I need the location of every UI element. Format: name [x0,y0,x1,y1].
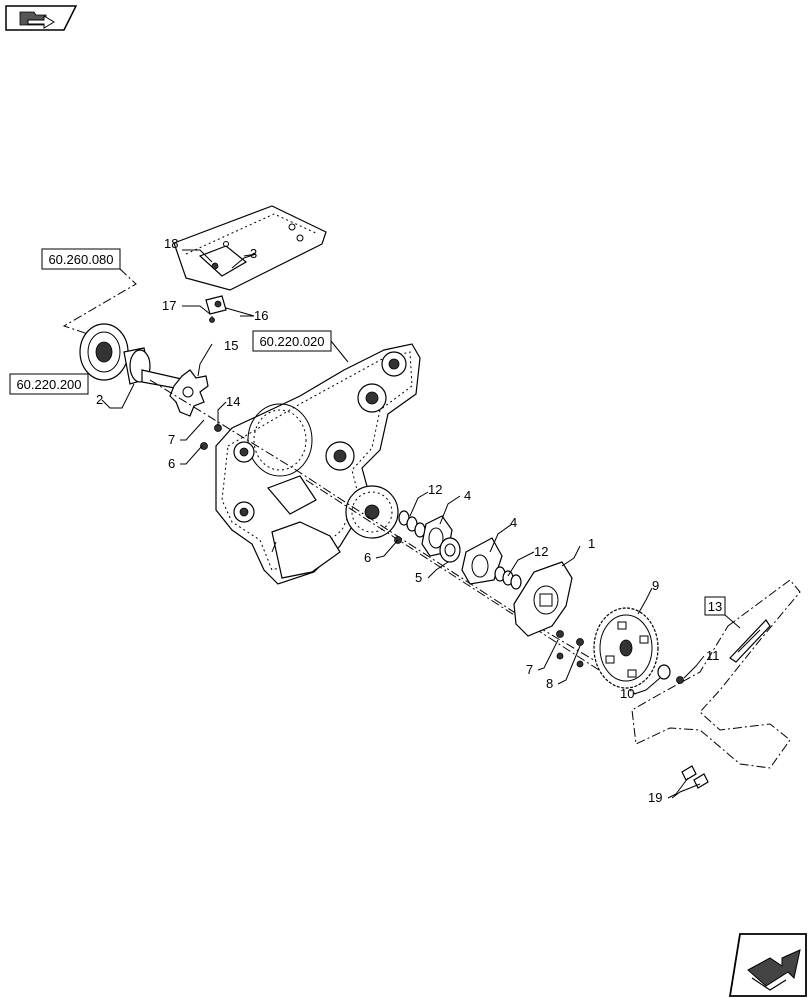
back-button[interactable] [5,5,78,31]
reference-box-60-260-080[interactable]: 60.260.080 [41,248,121,270]
reference-label: 60.220.020 [259,334,324,349]
large-sprocket [593,607,659,689]
callout-11: 11 [706,648,720,663]
bracket-clip [205,295,227,323]
reference-label: 60.220.200 [16,377,81,392]
callout-17: 17 [162,298,176,313]
folder-back-arrow-icon [19,11,55,29]
drive-housing-frame [215,343,421,585]
callout-8: 8 [546,676,553,691]
callout-9: 9 [652,578,659,593]
callout-7: 7 [168,432,175,447]
callout-4: 4 [510,515,517,530]
callout-4: 4 [464,488,471,503]
callout-19: 19 [648,790,662,805]
reference-box-60-220-020[interactable]: 60.220.020 [252,330,332,352]
washers-right [494,566,522,590]
top-mount-plate [173,205,327,291]
callout-2: 2 [96,392,103,407]
shaft-centerline-lower [305,479,637,695]
callout-14: 14 [226,394,240,409]
callout-6: 6 [168,456,175,471]
reference-leader [62,268,137,337]
callout-12: 12 [428,482,442,497]
bearing [439,537,461,563]
bearing-flange-right [461,537,503,585]
callout-13-box[interactable]: 13 [704,596,726,616]
small-sprocket [169,369,209,417]
callout-3: 3 [250,246,257,261]
bolts [200,424,584,668]
reference-box-60-220-200[interactable]: 60.220.200 [9,373,89,395]
callout-10: 10 [620,686,634,701]
next-page-button[interactable] [728,933,807,997]
gearbox-assembly [79,323,187,391]
callout-5: 5 [415,570,422,585]
callout-1: 1 [588,536,595,551]
reference-leader [330,340,349,363]
washer-and-bolt [657,664,684,684]
callout-leaders [101,249,705,799]
callout-18: 18 [164,236,178,251]
washers-left [398,510,426,538]
callout-12: 12 [534,544,548,559]
shaft-centerline [149,379,635,685]
callout-6: 6 [364,550,371,565]
roller-chain [631,579,801,769]
callout-15: 15 [224,338,238,353]
callout-13: 13 [708,599,722,614]
next-page-arrow-icon [747,949,801,991]
callout-7: 7 [526,662,533,677]
drive-plate [513,561,573,637]
reference-label: 60.260.080 [48,252,113,267]
callout-16: 16 [254,308,268,323]
chain-links [681,765,709,789]
